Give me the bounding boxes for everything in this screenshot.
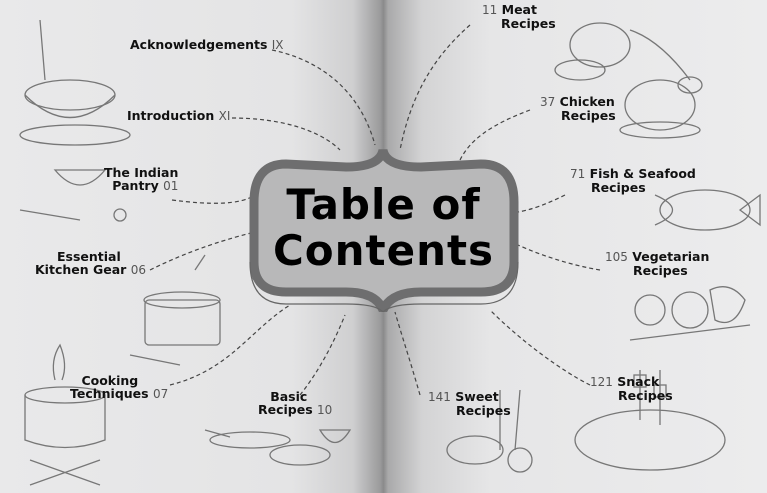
snack-platter-illustration	[574, 370, 726, 471]
entry-title: Fish & Seafood	[589, 166, 696, 181]
entry-title: Meat	[501, 2, 537, 17]
page-title: Table of Contents	[246, 182, 521, 274]
title-plaque: Table of Contents	[246, 142, 521, 312]
entry-title-line2: Techniques	[70, 386, 149, 401]
entry-title-line2: Pantry	[112, 178, 159, 193]
entry-title-line2: Kitchen Gear	[35, 262, 127, 277]
entry-title: The Indian	[104, 165, 179, 180]
entry-title: Snack	[617, 374, 660, 389]
fish-illustration	[654, 189, 761, 231]
title-line-2: Contents	[272, 226, 495, 275]
sweets-illustration	[446, 389, 533, 473]
page-number: 01	[163, 179, 179, 193]
page-number: 121	[590, 375, 613, 389]
entry-title: Introduction	[127, 108, 215, 123]
entry-title-line2: Recipes	[618, 388, 673, 403]
page-number: 141	[428, 390, 451, 404]
page-number: 06	[130, 263, 146, 277]
page-number: 37	[540, 95, 556, 109]
meat-illustration	[554, 22, 703, 94]
page-number: IX	[271, 38, 284, 52]
vegetables-illustration	[629, 286, 751, 341]
page-number: 07	[152, 387, 169, 401]
entry-title-line2: Recipes	[456, 403, 511, 418]
entry-title: Acknowledgements	[130, 37, 268, 52]
entry-title-line2: Recipes	[591, 180, 646, 195]
entry-title-line2: Recipes	[633, 263, 688, 278]
entry-title: Vegetarian	[632, 249, 710, 264]
page-number: XI	[218, 109, 231, 123]
page-number: 10	[317, 403, 333, 417]
mortar-spices-illustration	[19, 169, 127, 222]
entry-title: Basic	[270, 389, 308, 404]
roast-chicken-illustration	[619, 79, 701, 139]
entry-title: Chicken	[559, 94, 615, 109]
entry-title: Cooking	[81, 373, 139, 388]
page-number: 71	[570, 167, 586, 181]
stove-pot-illustration	[24, 343, 106, 486]
entry-title: Essential	[57, 249, 121, 264]
page-number: 11	[482, 3, 498, 17]
pans-illustration	[204, 429, 352, 466]
toc-entry-introduction[interactable]: Introduction XI	[127, 109, 230, 123]
plaque-frame	[249, 148, 519, 312]
kadai-pot-illustration	[19, 19, 131, 146]
toc-entry-acknowledgements[interactable]: Acknowledgements IX	[130, 38, 284, 52]
entry-title: Sweet	[455, 389, 499, 404]
pressure-cooker-illustration	[129, 254, 221, 366]
entry-title-line2: Recipes	[501, 16, 556, 31]
page-number: 105	[605, 250, 628, 264]
title-line-1: Table of	[286, 180, 481, 229]
entry-title-line2: Recipes	[258, 402, 313, 417]
entry-title-line2: Recipes	[561, 108, 616, 123]
